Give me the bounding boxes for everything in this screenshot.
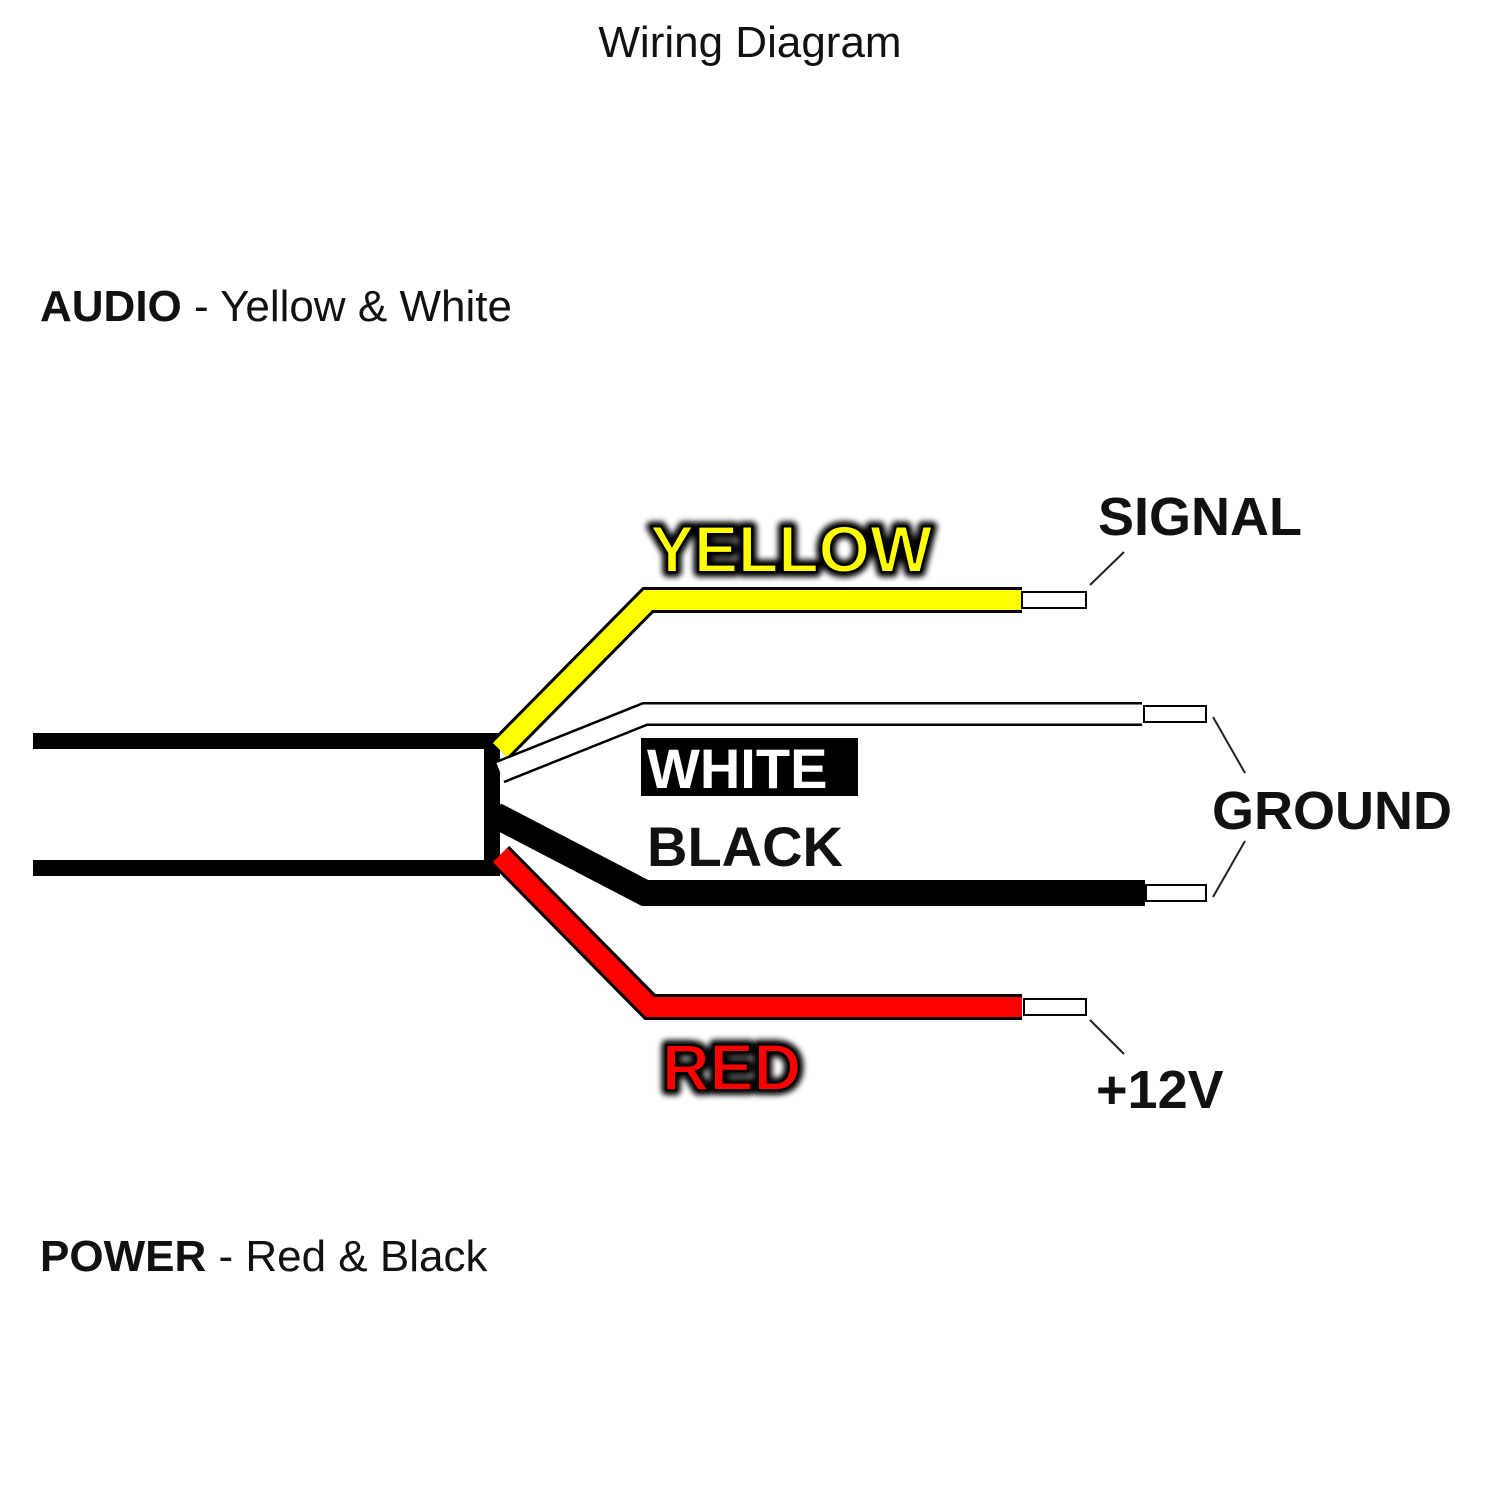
signal-leader-line: [1089, 551, 1125, 586]
power-group-label: POWER - Red & Black: [40, 1232, 487, 1282]
power-group-name: POWER: [40, 1232, 207, 1281]
cable-jacket: [33, 733, 500, 876]
power-group-desc: - Red & Black: [206, 1232, 488, 1281]
white-wire: [495, 702, 1207, 784]
audio-group-name: AUDIO: [40, 282, 182, 331]
red-label-shadow: RED: [662, 1030, 801, 1104]
page-title: Wiring Diagram: [598, 18, 902, 67]
black-wire: [489, 803, 1207, 906]
yellow-label-shadow: YELLOW: [650, 512, 933, 586]
power-label: +12V: [1096, 1060, 1224, 1120]
white-wire-label: WHITE: [647, 737, 827, 800]
audio-group-desc: - Yellow & White: [181, 282, 512, 331]
audio-group-label: AUDIO - Yellow & White: [40, 282, 512, 332]
white-label-background: [641, 738, 858, 796]
ground-leader-line-bottom: [1212, 840, 1246, 898]
yellow-wire: [490, 587, 1087, 760]
yellow-wire-tip: [1021, 591, 1087, 609]
signal-label: SIGNAL: [1098, 487, 1302, 547]
leader-lines: [1089, 551, 1246, 1055]
yellow-wire-label: YELLOW: [650, 512, 933, 586]
white-wire-label-group: WHITE: [641, 737, 858, 800]
power-leader-line: [1089, 1019, 1125, 1055]
black-wire-core: [489, 803, 1145, 906]
ground-label: GROUND: [1212, 781, 1452, 841]
yellow-wire-core: [492, 590, 1022, 758]
red-wire-label: RED: [662, 1030, 801, 1104]
white-wire-core: [496, 704, 1142, 781]
red-wire-tip: [1023, 998, 1087, 1016]
black-wire-label: BLACK: [647, 815, 843, 878]
red-wire-label-group: RED RED: [657, 1025, 806, 1109]
red-wire-core: [492, 847, 1022, 1017]
white-wire-tip: [1143, 705, 1207, 723]
red-wire: [490, 845, 1087, 1020]
black-wire-tip: [1145, 884, 1207, 902]
yellow-wire-label-group: YELLOW YELLOW: [645, 507, 938, 591]
ground-leader-line-top: [1212, 716, 1246, 774]
